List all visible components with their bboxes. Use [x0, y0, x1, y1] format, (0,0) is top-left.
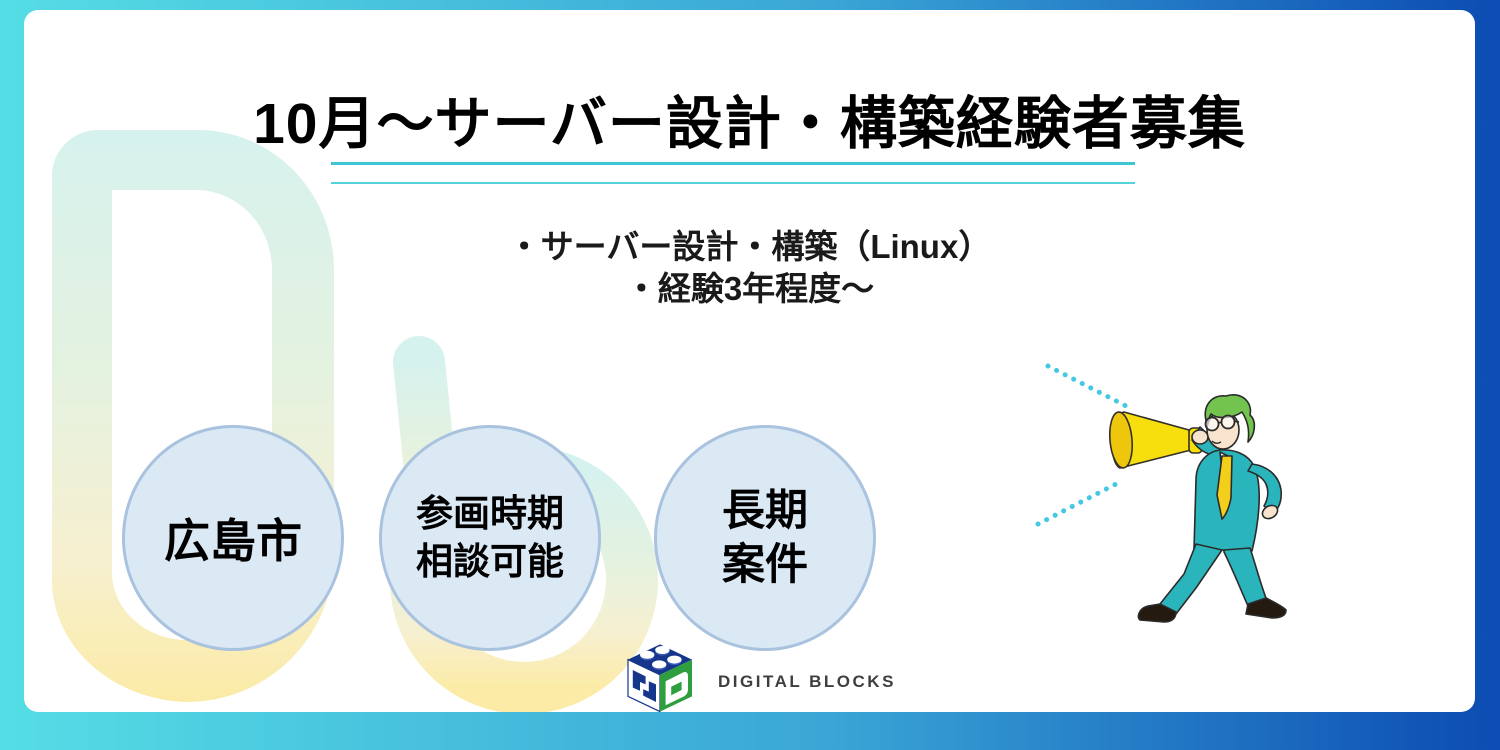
requirement-line-1: ・サーバー設計・構築（Linux） — [507, 228, 992, 265]
db-monogram-watermark-icon — [52, 130, 658, 712]
shoe-back — [1245, 597, 1287, 619]
leg-back — [1223, 547, 1267, 607]
underline-bottom — [330, 182, 1135, 184]
man-with-megaphone-illustration — [1035, 363, 1287, 623]
digital-blocks-cube-icon — [627, 644, 692, 712]
badge-location: 広島市 — [122, 425, 344, 651]
requirements: ・サーバー設計・構築（Linux） ・経験3年程度～ — [24, 226, 1475, 310]
badge-project-term-line-2: 案件 — [722, 541, 808, 589]
shoe-front — [1137, 603, 1177, 623]
person — [1137, 394, 1287, 623]
hand-left — [1261, 504, 1279, 520]
page-title: 10月～サーバー設計・構築経験者募集 — [253, 92, 1246, 156]
tie — [1216, 455, 1233, 520]
underline-top — [330, 162, 1135, 165]
leg-front — [1159, 543, 1223, 615]
sound-dots-icon — [1035, 363, 1131, 527]
cube-studs — [640, 646, 682, 670]
banner-card: 10月～サーバー設計・構築経験者募集 ・サーバー設計・構築（Linux） ・経験… — [24, 10, 1475, 712]
badge-start-timing: 参画時期 相談可能 — [379, 425, 601, 651]
badge-location-label: 広島市 — [164, 515, 302, 567]
badge-project-term-line-1: 長期 — [722, 487, 808, 535]
brand-name: DIGITAL BLOCKS — [718, 672, 896, 691]
glasses-icon — [1204, 414, 1240, 432]
smile — [1211, 440, 1222, 444]
title-underline — [330, 162, 1135, 184]
hand-right — [1191, 429, 1209, 445]
megaphone-icon — [1108, 411, 1203, 469]
badge-project-term: 長期 案件 — [654, 425, 876, 651]
badge-start-timing-line-1: 参画時期 — [416, 493, 564, 534]
brand-logo: DIGITAL BLOCKS — [620, 640, 896, 712]
requirement-line-2: ・経験3年程度～ — [624, 270, 875, 307]
badge-start-timing-line-2: 相談可能 — [416, 541, 564, 582]
hair — [1204, 394, 1256, 443]
